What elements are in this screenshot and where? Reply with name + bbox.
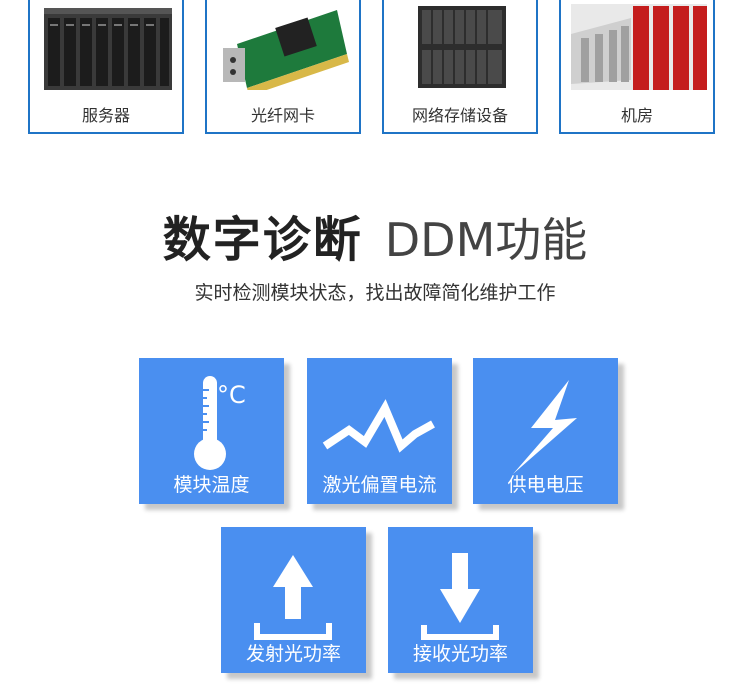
feature-label: 激光偏置电流 xyxy=(322,474,437,496)
feature-label: 供电电压 xyxy=(507,474,584,496)
product-card-server: 服务器 xyxy=(28,0,184,134)
network-card-icon xyxy=(223,10,349,90)
feature-tile-tx-power: 发射光功率 xyxy=(221,527,366,673)
upload-arrow-icon xyxy=(254,555,332,640)
unit-label: °C xyxy=(217,381,246,409)
feature-tile-bias-current: 激光偏置电流 xyxy=(307,358,452,504)
storage-device-icon xyxy=(418,6,506,88)
heading-light: DDM功能 xyxy=(384,213,588,267)
feature-label: 接收光功率 xyxy=(412,643,508,665)
feature-label: 模块温度 xyxy=(173,474,250,496)
product-label: 光纤网卡 xyxy=(250,106,315,125)
server-rack-icon xyxy=(44,8,172,90)
ddm-heading: 数字诊断 DDM功能 xyxy=(0,200,750,270)
product-label: 网络存储设备 xyxy=(411,106,508,125)
product-card-datacenter: 机房 xyxy=(559,0,715,134)
datacenter-icon xyxy=(571,4,707,90)
feature-tile-temperature: °C 模块温度 xyxy=(139,358,284,504)
download-arrow-icon xyxy=(421,553,499,640)
feature-tile-voltage: 供电电压 xyxy=(473,358,618,504)
feature-label: 发射光功率 xyxy=(245,643,341,665)
heading-bold: 数字诊断 xyxy=(162,212,363,268)
product-cards: 服务器 光纤网卡 网络存储设备 xyxy=(0,0,750,140)
product-label: 机房 xyxy=(620,106,653,125)
thermometer-icon: °C xyxy=(194,376,246,470)
feature-tile-rx-power: 接收光功率 xyxy=(388,527,533,673)
lightning-icon xyxy=(513,380,577,474)
subtitle: 实时检测模块状态，找出故障简化维护工作 xyxy=(194,282,556,304)
wave-icon xyxy=(322,399,435,453)
product-label: 服务器 xyxy=(81,106,130,125)
product-card-storage: 网络存储设备 xyxy=(382,0,538,134)
product-card-nic: 光纤网卡 xyxy=(205,0,361,134)
